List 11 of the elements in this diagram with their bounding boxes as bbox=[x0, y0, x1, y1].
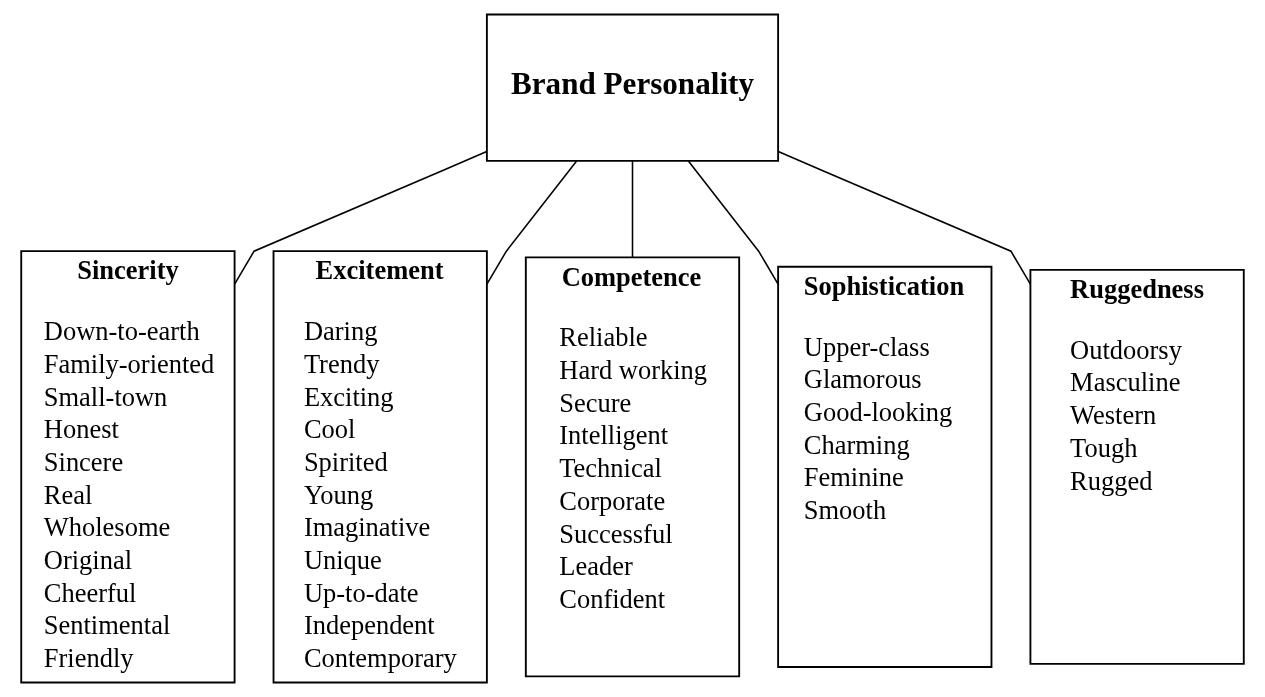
node-box: Excitement Daring Trendy Exciting Cool Spirited Young Imaginative Unique Up-to-date Independent Contemporary bbox=[272, 250, 488, 684]
connector bbox=[486, 160, 578, 285]
connector bbox=[631, 160, 634, 258]
connector bbox=[777, 150, 1032, 285]
node-box: Competence Reliable Hard working Secure Intelligent Technical Corporate Successful Leader Confident bbox=[524, 256, 741, 678]
connector bbox=[233, 150, 488, 285]
connector bbox=[687, 160, 779, 285]
node-box: Ruggedness Outdoorsy Masculine Western Tough Rugged bbox=[1029, 268, 1245, 665]
node-box: Brand Personality bbox=[485, 13, 780, 162]
node-box: Sincerity Down-to-earth Family-oriented Small-town Honest Sincere Real Wholesome Original Cheerful Sentimental Friendly bbox=[20, 250, 236, 684]
node-box: Sophistication Upper-class Glamorous Good-looking Charming Feminine Smooth bbox=[777, 265, 993, 668]
